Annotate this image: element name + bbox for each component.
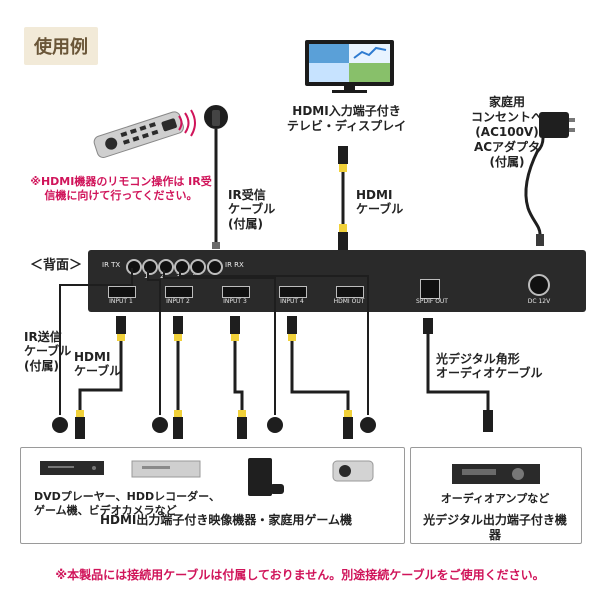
hdmi-port-input-2 <box>165 286 193 298</box>
right-devices-box <box>410 447 582 544</box>
bottom-note: ※本製品には接続用ケーブルは付属しておりません。別途接続ケーブルをご使用ください… <box>55 568 545 582</box>
ir-receiver-icon <box>204 105 228 249</box>
dvd-player-icon <box>40 461 104 475</box>
port-label-ir-tx: IR TX <box>102 261 121 269</box>
ir-receive-cable-label: IR受信 ケーブル (付属) <box>228 188 276 231</box>
hdmi-cable-left-label: HDMI ケーブル <box>74 350 122 379</box>
hdmi-cable-top-label: HDMI ケーブル <box>356 188 404 217</box>
port-ir-tx <box>126 259 142 275</box>
ac-adapter-label: 家庭用 コンセントへ (AC100V) ACアダプタ (付属) <box>470 95 543 169</box>
hdmi-port-input-4 <box>279 286 307 298</box>
hdmi-port-label-input-2: INPUT 2 <box>166 298 190 305</box>
hdmi-port-input-1 <box>108 286 136 298</box>
page-title: 使用例 <box>24 27 98 65</box>
port-2 <box>158 259 174 275</box>
right-devices-caption: オーディオアンプなど <box>440 492 550 505</box>
left-devices-title: HDMI出力端子付き映像機器・家庭用ゲーム機 <box>99 513 353 527</box>
port-label-1: 1 <box>144 272 149 280</box>
game-console-icon <box>248 458 284 496</box>
ac-cable-icon <box>524 149 544 246</box>
port-ir-rx <box>207 259 223 275</box>
remote-note: ※HDMI機器のリモコン操作は IR受信機に向けて行ってください。 <box>30 175 212 202</box>
audio-amplifier-icon <box>452 464 540 484</box>
ac-adapter-icon <box>535 112 575 154</box>
port-label-2: 2 <box>160 272 165 280</box>
tv-icon <box>305 40 394 93</box>
hdmi-port-label-input-3: INPUT 3 <box>223 298 247 305</box>
port-label-ir-rx: IR RX <box>225 261 244 269</box>
video-camera-icon <box>332 460 374 482</box>
tv-label: HDMI入力端子付き テレビ・ディスプレイ <box>286 104 407 133</box>
optical-cable-label: 光デジタル角形 オーディオケーブル <box>436 352 543 381</box>
dc-label: DC 12V <box>527 298 551 305</box>
spdif-port <box>420 279 440 299</box>
hdmi-port-output <box>336 286 364 298</box>
hdmi-cable-top-icon <box>338 146 348 250</box>
hdmi-port-input-3 <box>222 286 250 298</box>
spdif-label: SPDIF OUT <box>416 298 448 305</box>
hdmi-port-label-input-4: INPUT 4 <box>280 298 304 305</box>
port-4 <box>190 259 206 275</box>
hdmi-port-label-output: HDMI OUT <box>333 298 365 305</box>
port-1 <box>142 259 158 275</box>
left-devices-caption: DVDプレーヤー、HDDレコーダー、 ゲーム機、ビデオカメラなど <box>34 490 221 517</box>
back-label: ＜背面＞ <box>30 258 83 273</box>
hdd-recorder-icon <box>131 460 201 478</box>
dc-port <box>528 274 550 296</box>
ir-signal-icon <box>178 109 196 137</box>
port-3 <box>174 259 190 275</box>
remote-icon <box>93 111 184 158</box>
hdmi-port-label-input-1: INPUT 1 <box>109 298 133 305</box>
right-devices-title: 光デジタル出力端子付き機器 <box>423 513 567 542</box>
